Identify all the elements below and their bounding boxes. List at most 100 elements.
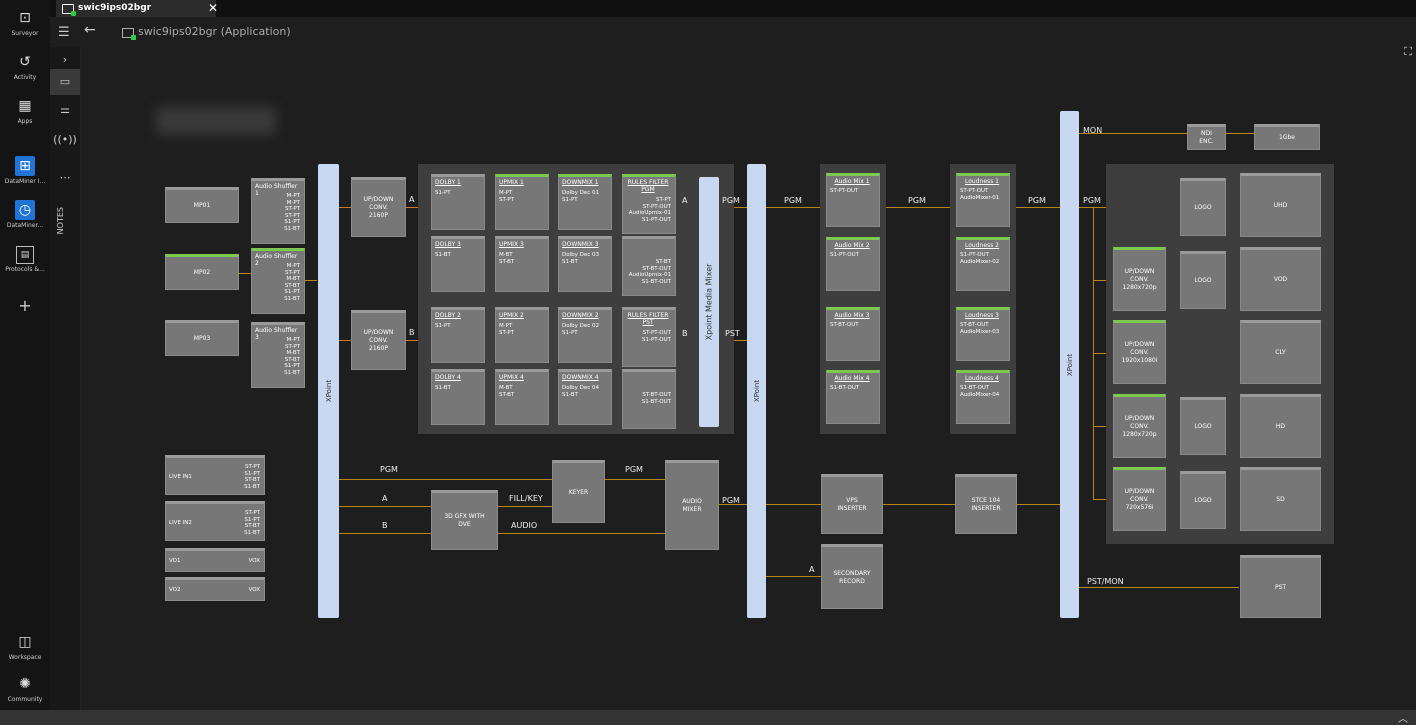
left-nav: ⊡ Surveyor ↺ Activity ▦ Apps ⊞ DataMiner… — [0, 0, 50, 710]
signal-label: PGM — [722, 196, 740, 205]
nav-dataminer-clock[interactable]: ◷ DataMiner... — [0, 200, 50, 229]
mixer-cell[interactable]: ST-BT ST-BT-OUT AudioUpmix-01 S1-BT-OUT — [622, 236, 676, 296]
xpoint-label: XPoint — [324, 379, 333, 403]
logo-block[interactable]: LOGO — [1180, 471, 1226, 529]
expand-chevron-icon[interactable]: › — [62, 53, 68, 66]
logo-block[interactable]: LOGO — [1180, 251, 1226, 309]
mp01-block[interactable]: MP01 — [165, 187, 239, 223]
mp03-block[interactable]: MP03 — [165, 320, 239, 356]
ndi-encoder-block[interactable]: NDI ENC. — [1187, 124, 1226, 150]
cly-output-block[interactable]: CLY — [1240, 320, 1321, 384]
vo-block[interactable]: VO1 VOX — [165, 548, 265, 572]
chevron-up-icon[interactable]: ︿ — [1398, 714, 1408, 725]
nav-community[interactable]: ✺ Community — [0, 674, 50, 703]
close-icon[interactable]: ✕ — [208, 1, 219, 15]
loudness-block[interactable]: Loudness 4 S1-BT-OUT AudioMixer-04 — [956, 370, 1010, 424]
vps-inserter-block[interactable]: VPS INSERTER — [821, 474, 883, 534]
mixer-cell-ports: S1-PT — [435, 190, 451, 196]
up-down-converter-block[interactable]: UP/DOWN CONV. 2160P — [351, 177, 406, 237]
hd-output-block[interactable]: HD — [1240, 394, 1321, 458]
block-label: 3D GFX WITH DVE — [444, 513, 485, 528]
hamburger-menu-icon[interactable]: ☰ — [58, 25, 70, 40]
secondary-record-block[interactable]: SECONDARY RECORD — [821, 544, 883, 609]
connector — [339, 533, 431, 534]
output-converter-block[interactable]: UP/DOWN CONV. 1280x720p — [1113, 394, 1166, 458]
audio-mix-block[interactable]: Audio Mix 2 S1-PT-OUT — [826, 237, 880, 291]
audio-shuffler-block[interactable]: Audio Shuffler 1 M-PT M-PT ST-PT ST-PT S… — [251, 178, 305, 244]
logo-block[interactable]: LOGO — [1180, 178, 1226, 236]
loudness-block[interactable]: Loudness 3 ST-BT-OUT AudioMixer-03 — [956, 307, 1010, 361]
block-label: LOGO — [1194, 423, 1212, 430]
mixer-cell-ports: M-BT ST-BT — [499, 252, 515, 265]
output-converter-block[interactable]: UP/DOWN CONV. 1920x1080i — [1113, 320, 1166, 384]
logo-block[interactable]: LOGO — [1180, 397, 1226, 455]
more-icon[interactable]: ⋯ — [59, 171, 71, 184]
uhd-output-block[interactable]: UHD — [1240, 173, 1321, 237]
up-down-converter-block[interactable]: UP/DOWN CONV. 2160P — [351, 310, 406, 370]
vod-output-block[interactable]: VOD — [1240, 247, 1321, 311]
connector — [1093, 426, 1113, 427]
xpoint-router[interactable]: XPoint — [1060, 111, 1079, 618]
xpoint-router[interactable]: XPoint — [747, 164, 766, 618]
connector — [498, 533, 665, 534]
nav-label: Community — [7, 696, 43, 703]
visual-view-button[interactable]: ▭ — [50, 69, 80, 95]
nav-apps[interactable]: ▦ Apps — [0, 96, 50, 125]
audio-mix-block[interactable]: Audio Mix 4 S1-BT-OUT — [826, 370, 880, 424]
live-in-block[interactable]: LIVE IN1 ST-PT S1-PT ST-BT S1-BT — [165, 455, 265, 495]
sliders-icon[interactable]: ⚌ — [60, 103, 70, 116]
signal-label: A — [809, 565, 815, 574]
gbe-output-block[interactable]: 1Gbe — [1254, 124, 1320, 150]
nav-activity[interactable]: ↺ Activity — [0, 52, 50, 81]
keyer-block[interactable]: KEYER — [552, 460, 605, 523]
vo-block[interactable]: VO2 VOX — [165, 577, 265, 601]
notes-tab[interactable]: NOTES — [56, 207, 65, 235]
broadcast-icon[interactable]: ((•)) — [53, 133, 77, 146]
add-app-button[interactable]: + — [0, 296, 50, 315]
xpoint-router[interactable]: XPoint — [318, 164, 339, 618]
connector — [1079, 587, 1239, 588]
tab-application[interactable]: swic9ips02bgr (Application) ✕ — [56, 0, 219, 30]
back-arrow-icon[interactable]: ← — [84, 22, 96, 38]
application-icon — [62, 4, 76, 16]
stce-inserter-block[interactable]: STCE 104 INSERTER — [955, 474, 1017, 534]
mixer-cell-title: DOWNMIX 1 — [562, 179, 599, 186]
output-converter-block[interactable]: UP/DOWN CONV. 1280x720p — [1113, 247, 1166, 311]
block-label: HD — [1275, 423, 1286, 430]
live-in-block[interactable]: LIVE IN2 ST-PT S1-PT ST-BT S1-BT — [165, 501, 265, 541]
audio-shuffler-block[interactable]: Audio Shuffler 3 M-PT ST-PT M-BT ST-BT S… — [251, 322, 305, 388]
loudness-block[interactable]: Loudness 2 S1-PT-OUT AudioMixer-02 — [956, 237, 1010, 291]
audio-shuffler-block[interactable]: Audio Shuffler 2 M-PT ST-PT M-BT ST-BT S… — [251, 248, 305, 314]
nav-surveyor[interactable]: ⊡ Surveyor — [0, 8, 50, 37]
gfx-dve-block[interactable]: 3D GFX WITH DVE — [431, 490, 498, 550]
mp02-block[interactable]: MP02 — [165, 254, 239, 290]
loudness-block[interactable]: Loudness 1 ST-PT-OUT AudioMixer-01 — [956, 173, 1010, 227]
sd-output-block[interactable]: SD — [1240, 467, 1321, 531]
signal-label: PST/MON — [1087, 577, 1124, 586]
fullscreen-icon[interactable]: ⛶ — [1404, 45, 1412, 58]
pst-output-block[interactable]: PST — [1240, 555, 1321, 618]
audio-mix-block[interactable]: Audio Mix 1 ST-PT-OUT — [826, 173, 880, 227]
xpoint-media-mixer[interactable]: Xpoint Media Mixer — [699, 177, 719, 427]
output-converter-block[interactable]: UP/DOWN CONV. 720x576i — [1113, 467, 1166, 531]
nav-workspace[interactable]: ◫ Workspace — [0, 632, 50, 661]
nav-protocols[interactable]: ▤ Protocols &... — [0, 246, 50, 273]
audio-mixer-block[interactable]: AUDIO MIXER — [665, 460, 719, 550]
nav-dataminer-app[interactable]: ⊞ DataMiner I... — [0, 156, 50, 185]
audio-mix-block[interactable]: Audio Mix 3 ST-BT-OUT — [826, 307, 880, 361]
mixer-cell[interactable]: ST-BT-OUT S1-BT-OUT — [622, 369, 676, 429]
